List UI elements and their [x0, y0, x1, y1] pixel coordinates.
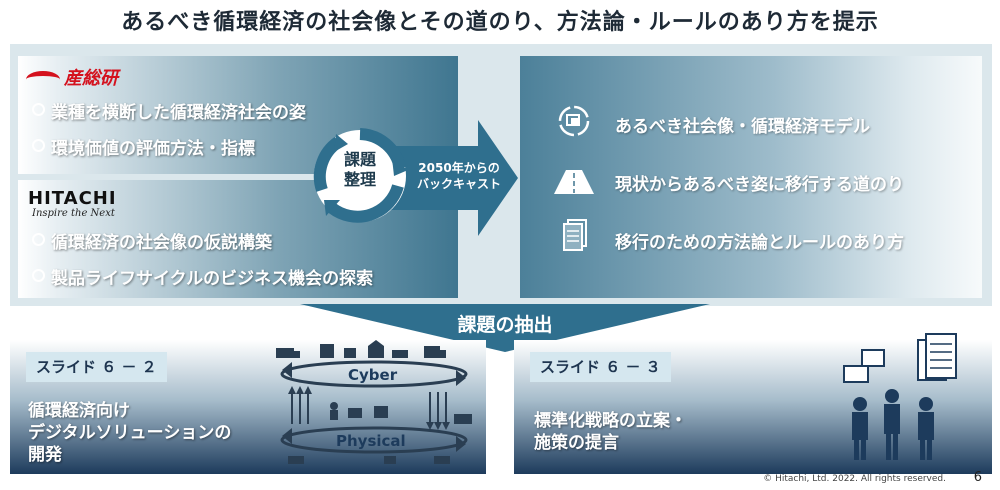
aist-bullet-2: 環境価値の評価方法・指標 — [32, 134, 255, 159]
text-line: 標準化戦略の立案・ — [534, 411, 687, 431]
text-line: デジタルソリューションの — [28, 423, 232, 443]
extract-label: 課題の抽出 — [457, 314, 553, 336]
bullet-text: 循環経済の社会像の仮説構築 — [51, 233, 272, 253]
slide-6-3-text: 標準化戦略の立案・ 施策の提言 — [534, 410, 687, 454]
cycle-circle-icon — [313, 128, 408, 223]
extract-chevron — [300, 304, 710, 352]
page-number: 6 — [973, 470, 982, 485]
aist-bullet-1: 業種を横断した循環経済社会の姿 — [32, 98, 306, 123]
hitachi-bullet-2: 製品ライフサイクルのビジネス機会の探索 — [32, 264, 373, 289]
backcast-arrow-label: 2050年からの バックキャスト — [404, 160, 514, 192]
backcast-arrow — [390, 120, 518, 236]
hitachi-logo: HITACHI — [28, 188, 117, 209]
aist-logo-text: 産総研 — [64, 68, 118, 89]
slide-6-3-label: スライド ６ － ３ — [530, 352, 671, 382]
page-title: あるべき循環経済の社会像とその道のり、方法論・ルールのあり方を提示 — [121, 10, 879, 35]
outcome-item-2: 現状からあるべき姿に移行する道のり — [615, 175, 904, 195]
cyber-label: Cyber — [348, 366, 398, 384]
aist-logo: 産総研 — [26, 64, 118, 90]
bullet-dot-icon — [32, 139, 45, 152]
copyright: © Hitachi, Ltd. 2022. All rights reserve… — [763, 474, 946, 484]
bullet-dot-icon — [32, 233, 45, 246]
text-line: 循環経済向け — [28, 401, 130, 421]
outcome-item-3: 移行のための方法論とルールのあり方 — [615, 233, 904, 253]
people-discussion-icon — [843, 333, 957, 460]
slide-6-2-text: 循環経済向け デジタルソリューションの 開発 — [28, 400, 231, 466]
circle-label-line-1: 課題 — [343, 150, 376, 169]
text-line: 開発 — [28, 445, 62, 465]
bullet-text: 環境価値の評価方法・指標 — [51, 139, 255, 159]
text-line: 施策の提言 — [534, 433, 619, 453]
arrow-label-line-2: バックキャスト — [416, 177, 501, 191]
hitachi-tagline: Inspire the Next — [32, 208, 115, 219]
document-stack-icon — [563, 219, 587, 251]
circle-label-line-2: 整理 — [343, 170, 376, 189]
cycle-model-icon — [558, 105, 590, 137]
road-icon — [554, 170, 594, 194]
physical-label: Physical — [336, 432, 406, 450]
slide-6-2-label: スライド ６ － ２ — [26, 352, 167, 382]
bullet-text: 業種を横断した循環経済社会の姿 — [51, 103, 306, 123]
hitachi-bullet-1: 循環経済の社会像の仮説構築 — [32, 228, 272, 253]
bullet-text: 製品ライフサイクルのビジネス機会の探索 — [51, 269, 374, 289]
arrow-label-line-1: 2050年からの — [418, 161, 500, 175]
bullet-dot-icon — [32, 269, 45, 282]
cyber-physical-diagram — [276, 340, 472, 464]
outcome-panel — [520, 56, 982, 298]
bullet-dot-icon — [32, 103, 45, 116]
issue-organize-label: 課題 整理 — [312, 150, 408, 190]
aist-logo-mark — [26, 70, 60, 88]
outcome-item-1: あるべき社会像・循環経済モデル — [615, 117, 870, 137]
